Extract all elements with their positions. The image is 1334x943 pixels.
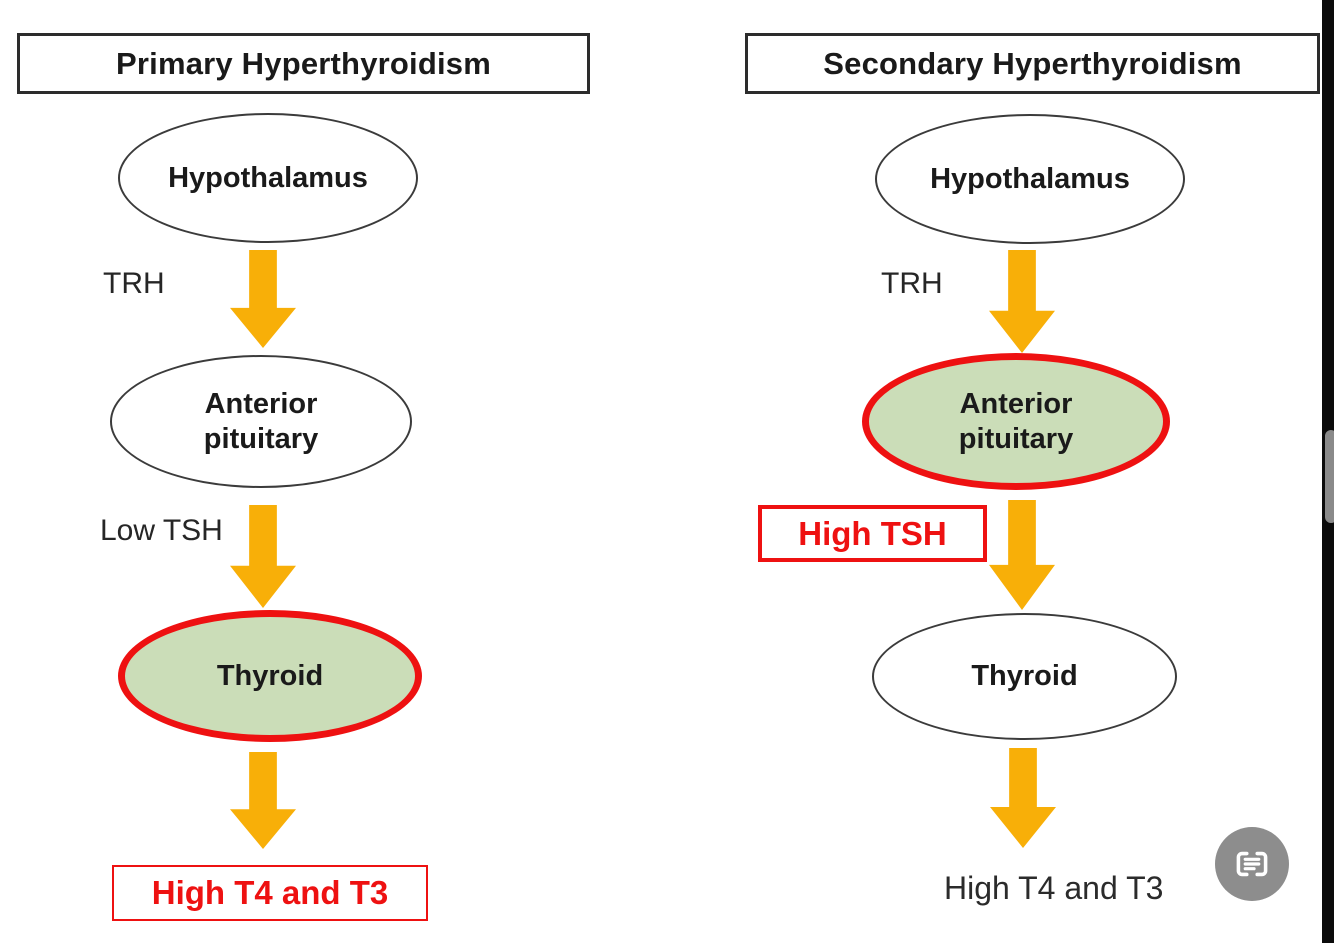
down-arrow-icon bbox=[230, 505, 296, 608]
primary-title-box: Primary Hyperthyroidism bbox=[17, 33, 590, 94]
vertical-scrollbar-thumb[interactable] bbox=[1325, 430, 1334, 523]
secondary-result-text: High T4 and T3 bbox=[944, 870, 1164, 906]
primary-thyroid-node-highlighted: Thyroid bbox=[118, 610, 422, 742]
down-arrow-icon bbox=[230, 250, 296, 348]
down-arrow-icon bbox=[230, 752, 296, 849]
down-arrow-icon bbox=[989, 250, 1055, 353]
right-edge-bar bbox=[1322, 0, 1334, 943]
primary-result-box: High T4 and T3 bbox=[112, 865, 428, 921]
primary-tsh-label: Low TSH bbox=[100, 514, 223, 547]
scan-text-button[interactable] bbox=[1215, 827, 1289, 901]
secondary-hypothalamus-node: Hypothalamus bbox=[875, 114, 1185, 244]
primary-anterior-pituitary-node: Anterior pituitary bbox=[110, 355, 412, 488]
primary-trh-label: TRH bbox=[103, 267, 165, 300]
secondary-title-box: Secondary Hyperthyroidism bbox=[745, 33, 1320, 94]
secondary-anterior-pituitary-node-highlighted: Anterior pituitary bbox=[862, 353, 1170, 490]
secondary-trh-label: TRH bbox=[881, 267, 943, 300]
primary-hypothalamus-node: Hypothalamus bbox=[118, 113, 418, 243]
scan-text-icon bbox=[1229, 841, 1275, 887]
down-arrow-icon bbox=[989, 500, 1055, 610]
secondary-thyroid-node: Thyroid bbox=[872, 613, 1177, 740]
down-arrow-icon bbox=[990, 748, 1056, 848]
secondary-tsh-box: High TSH bbox=[758, 505, 987, 562]
